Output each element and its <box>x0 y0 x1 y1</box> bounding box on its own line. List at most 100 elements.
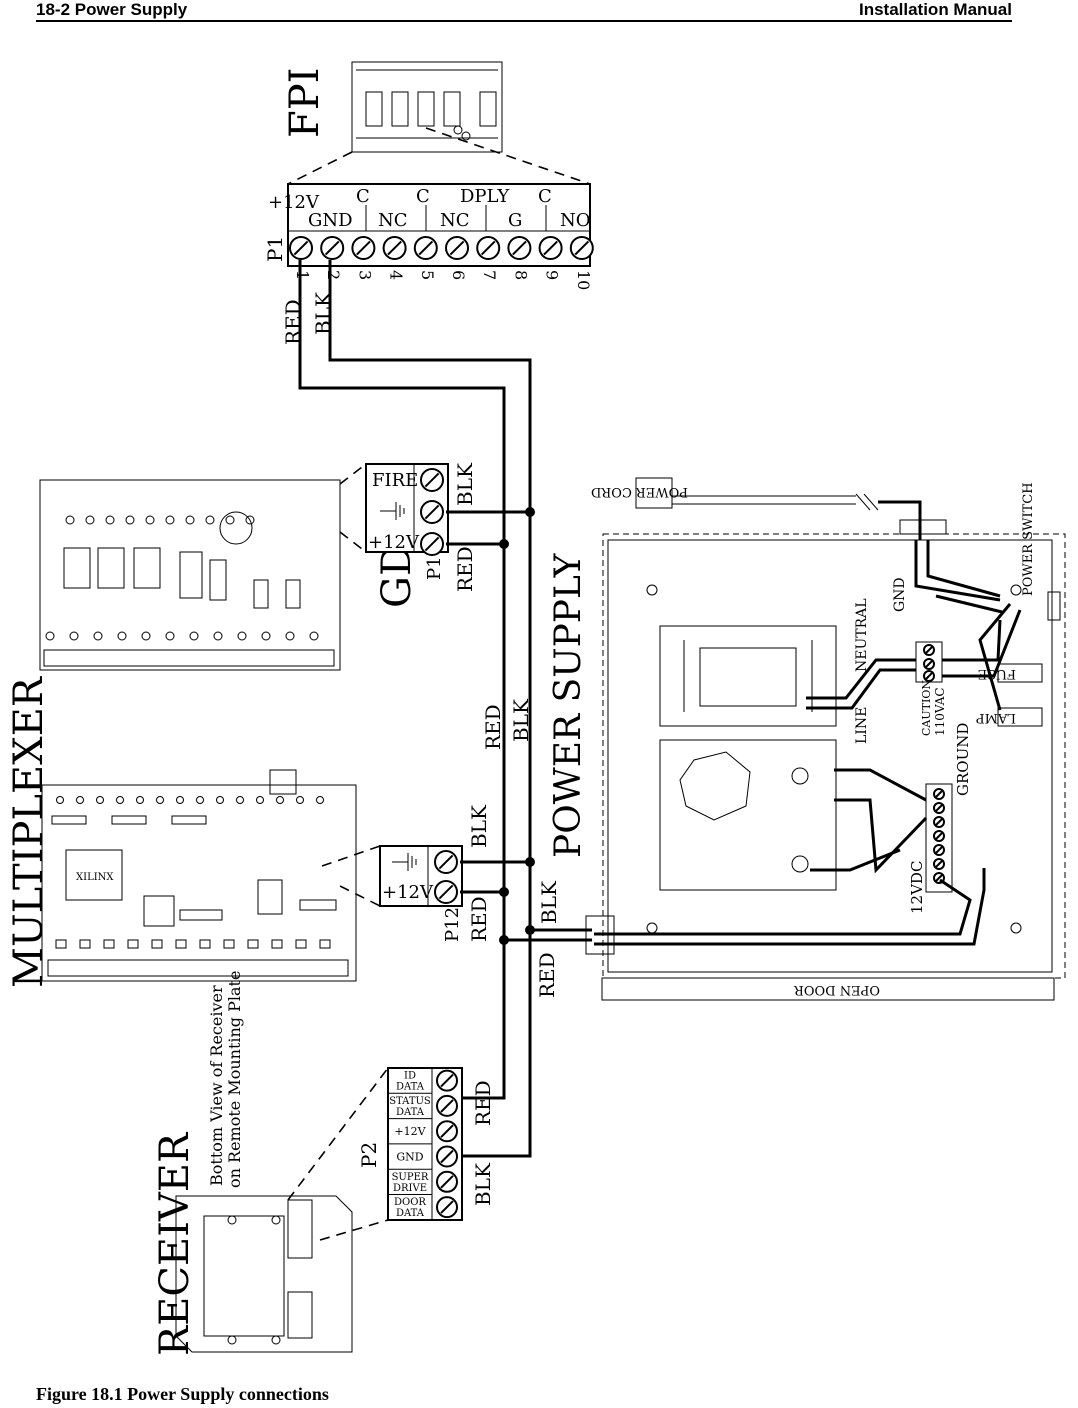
receiver-screw-6 <box>436 1196 458 1219</box>
dc-terminal-screw-1 <box>933 788 945 800</box>
gdp-board: GDP <box>39 479 420 671</box>
page-header: 18-2 Power Supply Installation Manual <box>36 0 1012 22</box>
dc-terminal-screw-7 <box>933 872 945 884</box>
gdp-screw-3 <box>420 532 444 556</box>
multiplexer-wire-red-label: RED <box>467 896 491 942</box>
fpi-top-label-5: C <box>538 186 552 207</box>
caution-label: CAUTION <box>920 680 933 736</box>
power-supply-title: POWER SUPPLY <box>548 552 589 858</box>
vac-label: 110VAC <box>933 687 947 736</box>
receiver-screw-terminals <box>436 1069 458 1219</box>
fpi-bottom-label-4: G <box>508 210 522 231</box>
gdp-12v-label: +12V <box>368 532 420 553</box>
trunk-red-label: RED <box>481 704 505 750</box>
figure-caption: Figure 18.1 Power Supply connections <box>36 1384 329 1404</box>
line-label: LINE <box>854 707 870 744</box>
gdp-wire-red-label: RED <box>453 546 477 592</box>
multiplexer-title: MULTIPLEXER <box>6 675 52 988</box>
fpi-top-label-1: +12V <box>268 192 320 213</box>
vdc-label: 12VDC <box>908 861 926 914</box>
dc-terminal-screw-4 <box>933 830 945 842</box>
gdp-terminal-block: FIRE +12V <box>365 463 449 556</box>
screw-terminal-7 <box>476 236 501 260</box>
gdp-wire-blk-label: BLK <box>453 462 477 506</box>
receiver-wire-blk-label: BLK <box>471 1162 495 1206</box>
fpi-bottom-label-5: NO <box>560 210 591 231</box>
multiplexer-wire-blk-label: BLK <box>467 804 491 848</box>
power-switch-label: POWER SWITCH <box>1021 482 1036 596</box>
dc-terminal-screw-6 <box>933 858 945 870</box>
receiver-terminal-label: +12V <box>394 1125 426 1138</box>
multiplexer-ground-symbol <box>392 853 417 871</box>
receiver-note-line2: on Remote Mounting Plate <box>225 971 244 1188</box>
fpi-top-label-2: C <box>356 186 370 207</box>
fpi-board: FPI <box>282 61 503 153</box>
fpi-pin-number: 8 <box>511 270 530 280</box>
receiver-terminal-label: GND <box>396 1151 423 1164</box>
trunk-red2-label: RED <box>535 952 559 998</box>
fpi-pin-number: 7 <box>480 270 499 280</box>
fpi-relays <box>365 91 497 127</box>
multiplexer-chip-label: XILINX <box>76 872 114 883</box>
trunk-wires <box>298 260 592 1158</box>
receiver-plate: RECEIVER Bottom View of Receiver on Remo… <box>152 971 353 1356</box>
receiver-wire-red-label: RED <box>471 1080 495 1126</box>
fpi-title: FPI <box>282 68 328 138</box>
fpi-pin-number: 4 <box>387 270 406 280</box>
header-manual-title: Installation Manual <box>858 0 1012 19</box>
fpi-bottom-label-3: NC <box>440 210 470 231</box>
receiver-terminal-label: STATUS <box>389 1096 431 1107</box>
power-supply-enclosure: OPEN DOOR FUSE LAMP <box>585 477 1066 1001</box>
receiver-screw-1 <box>436 1069 458 1092</box>
receiver-connector-label: P2 <box>357 1142 381 1168</box>
fpi-terminal-block: +12V C C DPLY C GND NC NC G NO P1 <box>263 183 594 267</box>
ac-terminal-screw-2 <box>923 658 935 670</box>
fpi-top-label-3: C <box>416 186 430 207</box>
gnd-label: GND <box>892 577 908 612</box>
screw-terminal-8 <box>507 236 532 260</box>
gdp-fire-label: FIRE <box>372 470 418 491</box>
ground-label: GROUND <box>954 723 972 796</box>
receiver-title: RECEIVER <box>152 1131 198 1356</box>
screw-terminal-6 <box>445 236 469 260</box>
fpi-pin-number: 2 <box>324 270 343 280</box>
ac-terminal-screw-3 <box>923 670 935 682</box>
open-door-label: OPEN DOOR <box>793 982 880 997</box>
fpi-top-label-4: DPLY <box>460 186 510 207</box>
receiver-terminal-label: DATA <box>396 1107 425 1118</box>
receiver-screw-5 <box>436 1170 458 1193</box>
fpi-pin-number: 6 <box>449 270 468 280</box>
screw-terminal-1 <box>289 236 313 260</box>
gdp-ground-symbol <box>380 502 405 520</box>
receiver-terminal-label: DATA <box>396 1082 425 1093</box>
receiver-note-line1: Bottom View of Receiver <box>207 985 226 1186</box>
trunk-blk2-label: BLK <box>537 880 561 924</box>
neutral-label: NEUTRAL <box>854 598 870 672</box>
dc-terminal-screw-3 <box>933 816 945 828</box>
receiver-terminal-label: DRIVE <box>393 1183 427 1194</box>
receiver-screw-4 <box>436 1145 458 1168</box>
fpi-pin-number: 3 <box>355 270 374 280</box>
gdp-screw-2 <box>420 500 444 524</box>
trunk-blk-label: BLK <box>509 698 533 742</box>
dc-terminal-screw-5 <box>933 844 945 856</box>
multiplexer-screw-terminals <box>434 850 458 904</box>
receiver-terminal-label: DATA <box>396 1208 425 1219</box>
fpi-pin-number: 1 <box>293 270 312 280</box>
multiplexer-board: XILINX MULTIPLEXER <box>6 675 357 988</box>
dc-terminal-screw-2 <box>933 802 945 814</box>
screw-terminal-10 <box>569 236 594 260</box>
fpi-screw-terminals <box>289 236 594 260</box>
fpi-pin-number: 9 <box>543 270 562 280</box>
ac-terminal-screw-1 <box>923 644 935 656</box>
screw-terminal-9 <box>538 236 563 260</box>
receiver-terminal-label: SUPER <box>392 1172 429 1183</box>
header-section-title: 18-2 Power Supply <box>36 0 188 19</box>
gdp-screw-terminals <box>420 468 444 556</box>
gdp-screw-1 <box>420 468 444 492</box>
multiplexer-12v-label: +12V <box>382 882 434 903</box>
screw-terminal-3 <box>351 236 376 260</box>
receiver-screw-2 <box>436 1094 458 1117</box>
